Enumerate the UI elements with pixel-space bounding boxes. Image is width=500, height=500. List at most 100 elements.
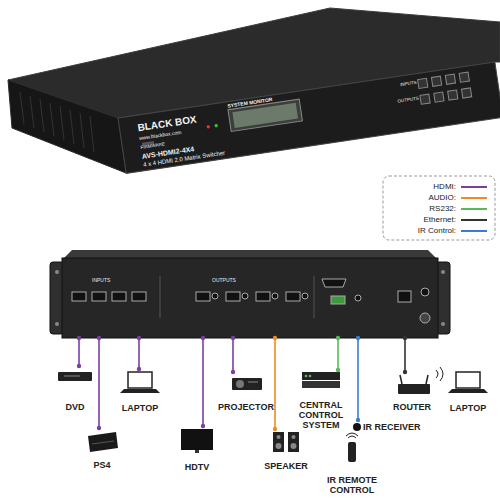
cable-end [403, 370, 407, 374]
cable-end [336, 336, 340, 340]
cable-end [273, 427, 277, 431]
device-label: ROUTER [393, 402, 431, 412]
cable-end [273, 336, 277, 340]
legend: HDMI: AUDIO:RS232:Ethernet: IR Control: [386, 181, 492, 236]
legend-row: RS232: [386, 203, 492, 214]
connector [77, 336, 81, 368]
cable-end [201, 336, 205, 340]
section-label: OUTPUTS [212, 278, 236, 283]
cable-end [336, 368, 340, 372]
device-label: SPEAKER [264, 461, 308, 471]
cable-end [356, 336, 360, 340]
wifi-signal [436, 367, 443, 381]
device-node: IR RECEIVER [350, 420, 430, 434]
hdtv-icon [181, 429, 213, 453]
device-label: DVD [65, 402, 84, 412]
cable-line [337, 338, 339, 370]
legend-row: AUDIO: [386, 192, 492, 203]
legend-text: HDMI: [386, 182, 456, 191]
cable-line [404, 338, 406, 372]
device-node: PS4 [80, 428, 124, 470]
device-label: PS4 [93, 460, 110, 470]
ear-hole [55, 322, 59, 326]
connector [231, 336, 235, 374]
cable-end [403, 336, 407, 340]
device-node: LAPTOP [443, 369, 493, 413]
control-system-icon [302, 372, 340, 388]
device-node: HDTV [175, 426, 219, 472]
cable-line [202, 338, 204, 426]
legend-row: Ethernet: [386, 214, 492, 225]
cable-end [137, 336, 141, 340]
cable-end [77, 364, 81, 368]
device-node: SPEAKER [260, 429, 312, 471]
connector [336, 336, 340, 372]
cable-line [78, 338, 80, 366]
device-label: CENTRAL CONTROL SYSTEM [292, 400, 350, 430]
cable-end [137, 367, 141, 371]
router-icon [398, 375, 430, 394]
device-label: HDTV [185, 462, 210, 472]
speaker-icon [273, 432, 299, 452]
ir-remote-icon [346, 433, 358, 462]
device-node: ROUTER [390, 372, 434, 412]
legend-row: IR Control: [386, 225, 492, 236]
connector [403, 336, 407, 374]
device-label: PROJECTOR [218, 402, 274, 412]
device-label: IR RECEIVER [363, 422, 421, 432]
device-node: IR REMOTE CONTROL [322, 437, 382, 495]
panel-label: OUTPUTS [397, 97, 419, 105]
device-node: DVD [52, 366, 98, 412]
ear-hole [55, 270, 59, 274]
connector [97, 336, 101, 430]
rs232-port [322, 279, 346, 287]
connector [273, 336, 277, 431]
section-label: INPUTS [92, 278, 110, 283]
rear-panel: INPUTS OUTPUTS [62, 258, 438, 338]
connector [201, 336, 205, 428]
device-label: LAPTOP [122, 403, 158, 413]
ir-jack [355, 295, 361, 301]
audio-jacks [212, 293, 308, 299]
projector-icon [232, 378, 262, 390]
legend-text: AUDIO: [386, 193, 456, 202]
legend-frame [383, 176, 495, 240]
legend-text: IR Control: [386, 226, 456, 235]
ps4-icon [88, 432, 118, 452]
ear-hole [441, 322, 445, 326]
legend-swatch [461, 208, 487, 210]
cable-end [231, 370, 235, 374]
device-node: CENTRAL CONTROL SYSTEM [292, 370, 350, 430]
device-top [8, 8, 500, 118]
ear-hole [441, 270, 445, 274]
hdmi-ports [72, 292, 300, 301]
cable-line [357, 338, 359, 420]
legend-swatch [461, 219, 487, 221]
cable-end [97, 336, 101, 340]
ir-receiver-icon [353, 423, 361, 431]
legend-swatch [461, 186, 487, 188]
cable-end [356, 418, 360, 422]
terminal-block [331, 296, 345, 304]
side-vents [20, 92, 94, 152]
panel-label: BLACK BOX [137, 115, 197, 134]
laptop-icon [448, 372, 488, 393]
power-button [420, 313, 430, 323]
device-node: LAPTOP [115, 369, 165, 413]
connector [137, 336, 141, 371]
cable-end [231, 336, 235, 340]
cable-end [77, 336, 81, 340]
cable-line [98, 338, 100, 428]
cable-line [138, 338, 140, 369]
device-label: LAPTOP [450, 403, 486, 413]
legend-text: Ethernet: [386, 215, 456, 224]
cable-line [232, 338, 234, 372]
cable-end [201, 424, 205, 428]
laptop-icon [120, 372, 160, 393]
legend-swatch [461, 197, 487, 199]
dc-jack [421, 288, 429, 296]
device-node: PROJECTOR [216, 372, 276, 412]
